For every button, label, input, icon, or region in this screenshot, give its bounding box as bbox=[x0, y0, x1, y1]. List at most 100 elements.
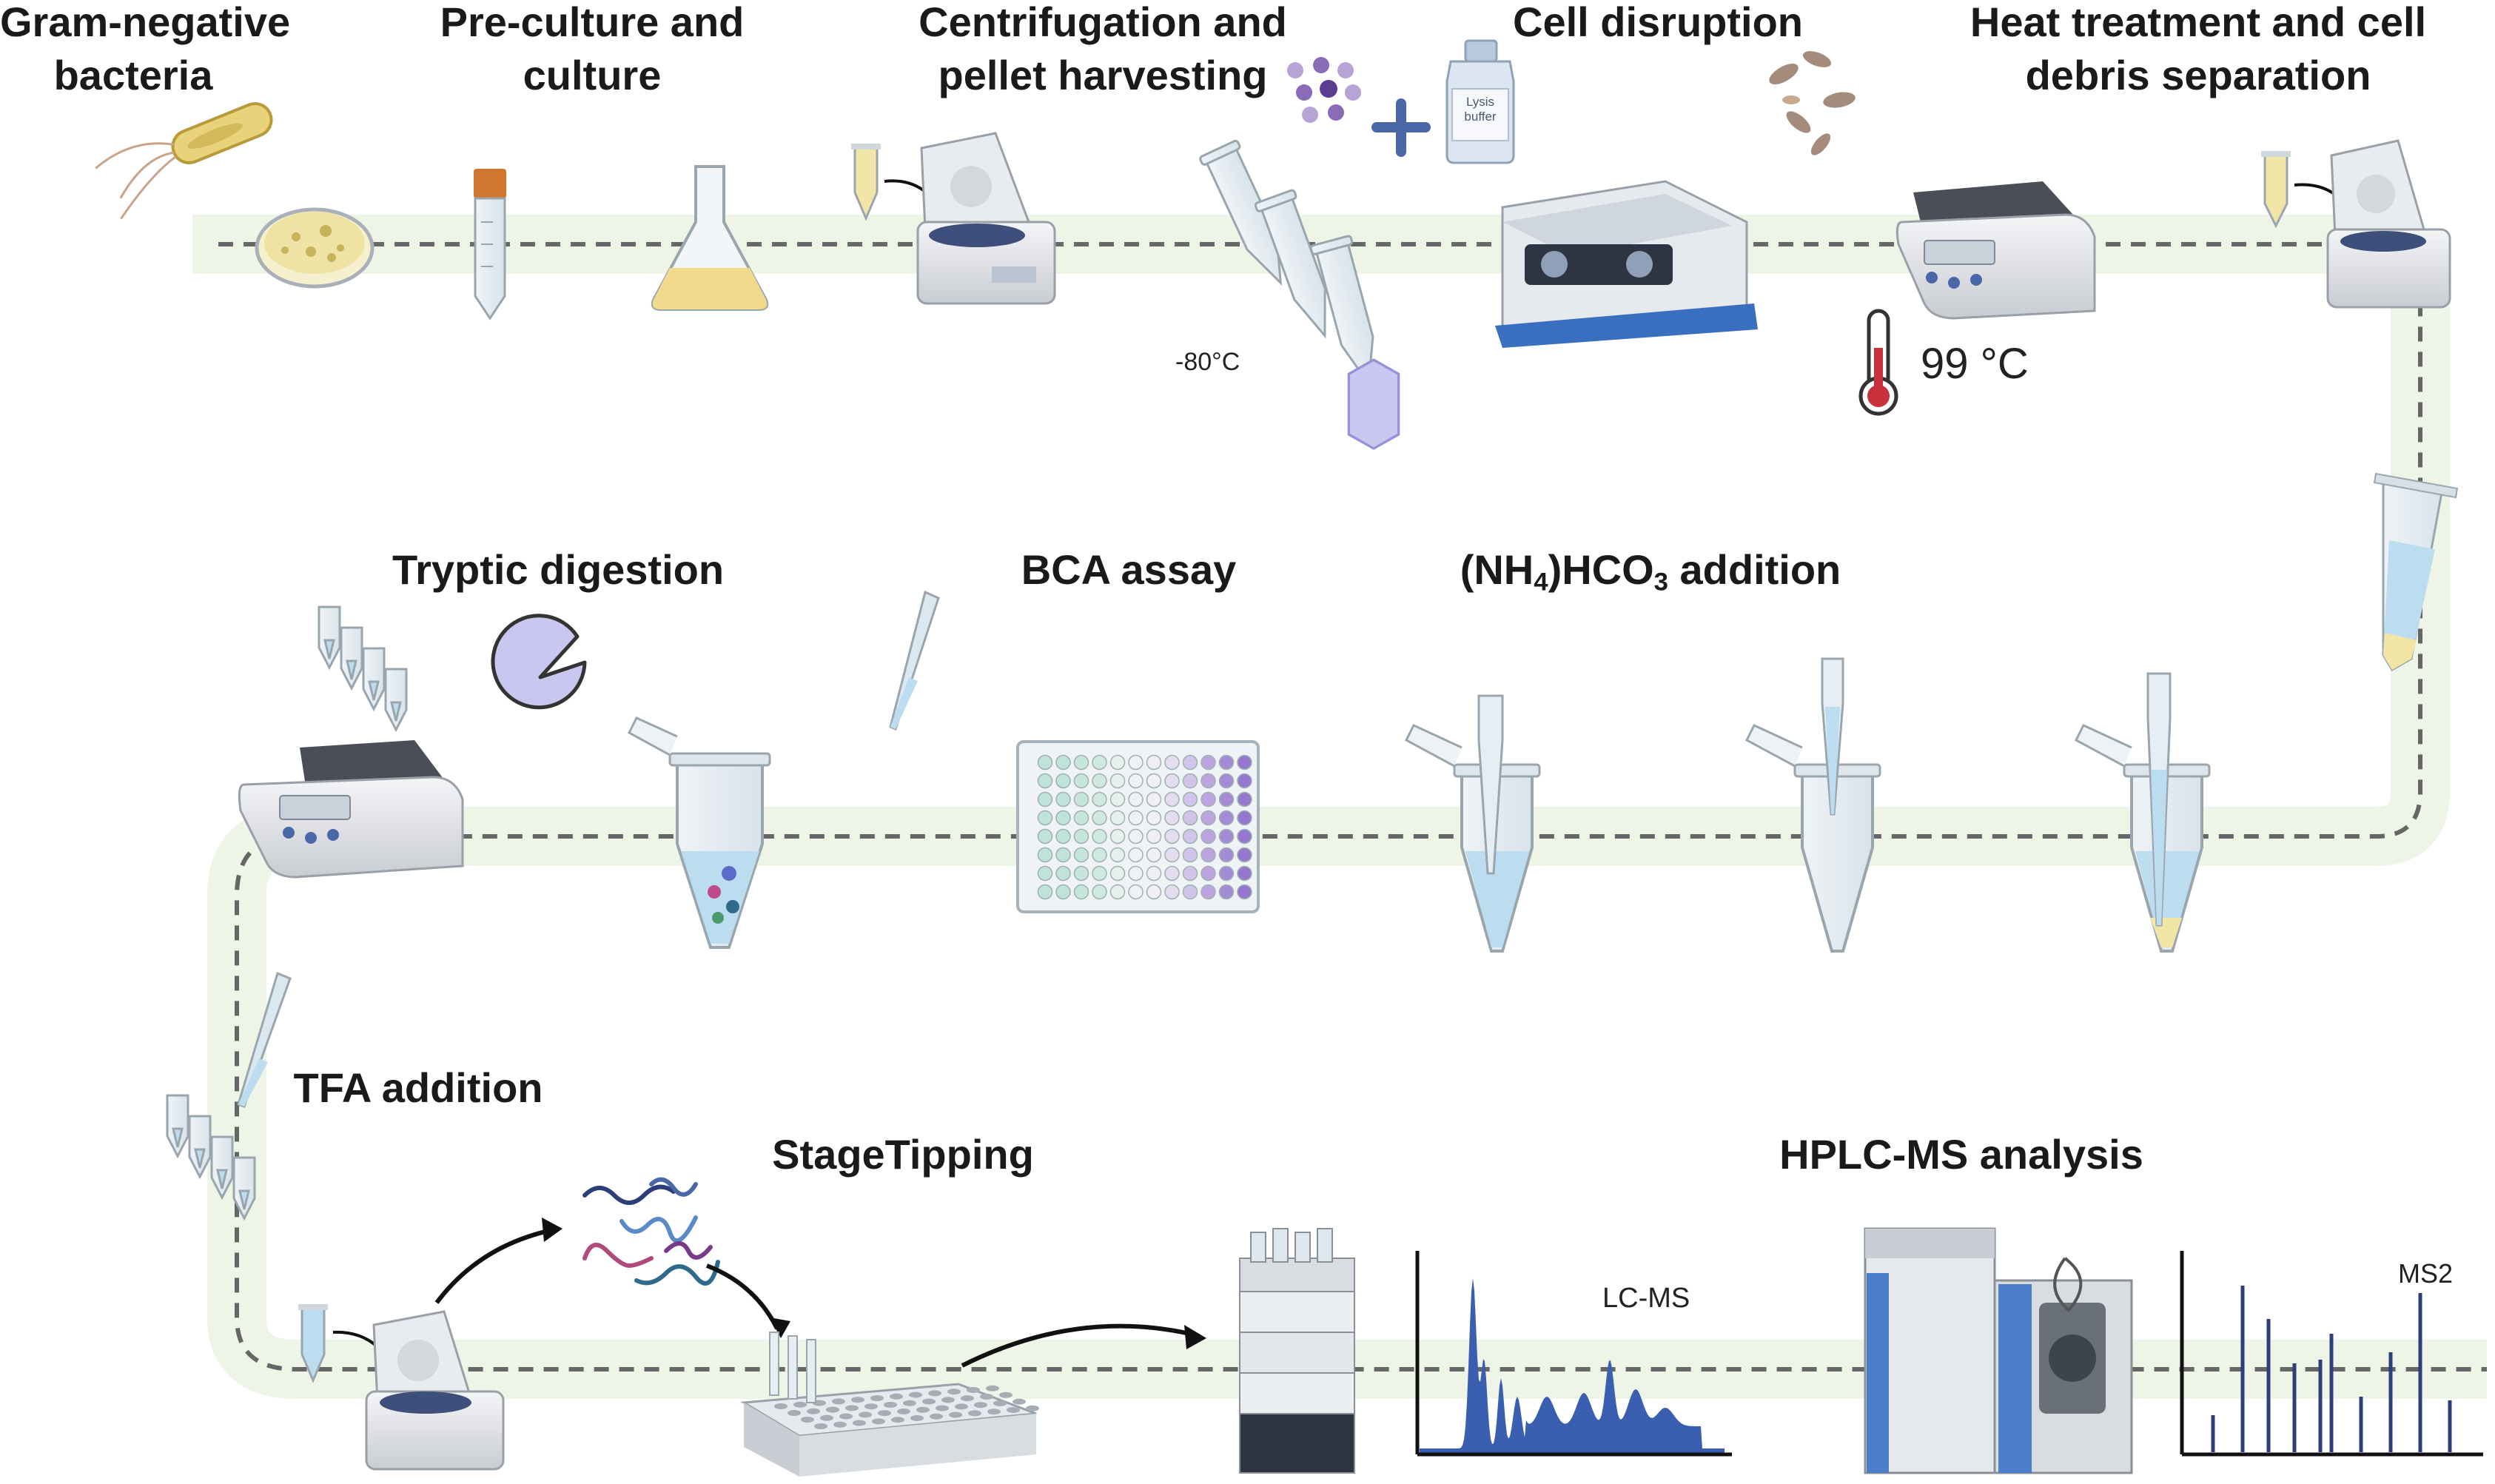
rack-hole bbox=[999, 1391, 1013, 1398]
rack-hole bbox=[832, 1398, 845, 1405]
eppendorf-tube-icon bbox=[2261, 151, 2291, 229]
rack-hole bbox=[878, 1410, 891, 1417]
plate-well bbox=[1218, 773, 1235, 789]
rack-hole bbox=[801, 1417, 814, 1423]
plate-well bbox=[1182, 791, 1198, 808]
plus-icon bbox=[1371, 98, 1431, 157]
plate-well bbox=[1201, 791, 1216, 808]
bead-mill-icon bbox=[1495, 180, 1758, 348]
plate-well bbox=[1237, 865, 1252, 882]
plate-well bbox=[1182, 810, 1198, 826]
eppendorf-tube-icon bbox=[2373, 472, 2459, 672]
ms2-spectrum bbox=[2180, 1251, 2483, 1457]
plate-well bbox=[1128, 791, 1144, 808]
plate-well bbox=[1146, 865, 1162, 882]
rack-hole bbox=[987, 1409, 1001, 1415]
trypsin-icon bbox=[491, 614, 587, 710]
rack-hole bbox=[1007, 1407, 1020, 1413]
step-label-cell-disruption: Cell disruption bbox=[1513, 0, 1803, 45]
plate-well bbox=[1218, 884, 1235, 900]
petri-dish-icon bbox=[255, 207, 375, 289]
rack-hole bbox=[820, 1414, 833, 1421]
plate-well bbox=[1237, 847, 1252, 863]
rack-hole bbox=[884, 1402, 897, 1408]
plate-well bbox=[1182, 847, 1198, 863]
plate-well bbox=[1037, 810, 1053, 826]
pipette-tip-icon bbox=[237, 971, 292, 1108]
eppendorf-tube-icon bbox=[298, 1304, 328, 1383]
plate-well bbox=[1218, 754, 1235, 770]
flask-icon bbox=[651, 165, 769, 311]
plate-well bbox=[1182, 884, 1198, 900]
freeze-temp-label: -80°C bbox=[1175, 348, 1240, 376]
rack-hole bbox=[903, 1400, 916, 1406]
rack-hole bbox=[890, 1393, 903, 1400]
plate-well bbox=[1164, 865, 1180, 882]
step-label-nh4hco3: (NH4)HCO3 addition bbox=[1460, 546, 1841, 597]
centrifuge-icon bbox=[916, 132, 1056, 305]
plate-well bbox=[1073, 810, 1089, 826]
rack-hole bbox=[793, 1401, 807, 1408]
plate-well bbox=[1146, 828, 1162, 845]
bacteria-cluster-icon bbox=[1769, 51, 1856, 155]
step-label-heat-treatment: Heat treatment and cell debris separatio… bbox=[1970, 0, 2427, 98]
rack-hole bbox=[947, 1389, 961, 1395]
plate-well bbox=[1146, 810, 1162, 826]
plate-well bbox=[1055, 865, 1071, 882]
plate-well bbox=[1128, 847, 1144, 863]
plate-well bbox=[1092, 791, 1107, 808]
plate-well bbox=[1237, 773, 1252, 789]
plate-well bbox=[1092, 828, 1107, 845]
rack-hole bbox=[922, 1398, 936, 1405]
rack-hole bbox=[814, 1423, 827, 1429]
plate-well bbox=[1073, 884, 1089, 900]
plate-well bbox=[1128, 884, 1144, 900]
plate-well bbox=[1128, 865, 1144, 882]
plate-well bbox=[1237, 810, 1252, 826]
rack-hole bbox=[968, 1410, 981, 1417]
eppendorf-tube-icon bbox=[851, 144, 881, 221]
eppendorf-tube-icon bbox=[1405, 694, 1541, 953]
plate-well bbox=[1164, 791, 1180, 808]
rack-hole bbox=[851, 1397, 864, 1403]
rack-hole bbox=[826, 1406, 839, 1413]
plate-well bbox=[1055, 754, 1071, 770]
freezer-hexagon-icon bbox=[1347, 358, 1400, 450]
step-label-hplc-ms: HPLC-MS analysis bbox=[1779, 1131, 2143, 1178]
rack-hole bbox=[833, 1421, 847, 1428]
rack-hole bbox=[928, 1390, 941, 1397]
plate-well bbox=[1092, 810, 1107, 826]
plate-well bbox=[1146, 847, 1162, 863]
plate-well bbox=[1109, 828, 1126, 845]
plate-well bbox=[1128, 773, 1144, 789]
plate-well bbox=[1237, 791, 1252, 808]
plate-well bbox=[1201, 847, 1216, 863]
rack-hole bbox=[891, 1417, 904, 1423]
plate-well bbox=[1218, 810, 1235, 826]
rack-hole bbox=[941, 1397, 955, 1403]
eppendorf-tube-icon bbox=[2075, 672, 2211, 953]
rack-hole bbox=[864, 1403, 878, 1410]
plate-well bbox=[1037, 754, 1053, 770]
plate-well bbox=[1073, 847, 1089, 863]
step-label-stagetipping: StageTipping bbox=[772, 1131, 1034, 1178]
plate-well bbox=[1109, 865, 1126, 882]
plate-well bbox=[1037, 884, 1053, 900]
rack-hole bbox=[910, 1415, 924, 1421]
plate-well bbox=[1201, 865, 1216, 882]
plate-well bbox=[1055, 884, 1071, 900]
eppendorf-tube-icon bbox=[628, 716, 771, 949]
plate-well bbox=[1164, 773, 1180, 789]
plate-well bbox=[1201, 810, 1216, 826]
rack-hole bbox=[1026, 1405, 1039, 1411]
plate-well bbox=[1182, 754, 1198, 770]
plate-well bbox=[1092, 865, 1107, 882]
rack-hole bbox=[853, 1420, 866, 1426]
plate-well bbox=[1164, 884, 1180, 900]
step-label-bca-assay: BCA assay bbox=[1021, 546, 1237, 593]
plate-well bbox=[1109, 847, 1126, 863]
hplc-stack-icon bbox=[1239, 1228, 1355, 1474]
plate-well bbox=[1128, 810, 1144, 826]
plate-well bbox=[1037, 791, 1053, 808]
plate-well bbox=[1146, 884, 1162, 900]
